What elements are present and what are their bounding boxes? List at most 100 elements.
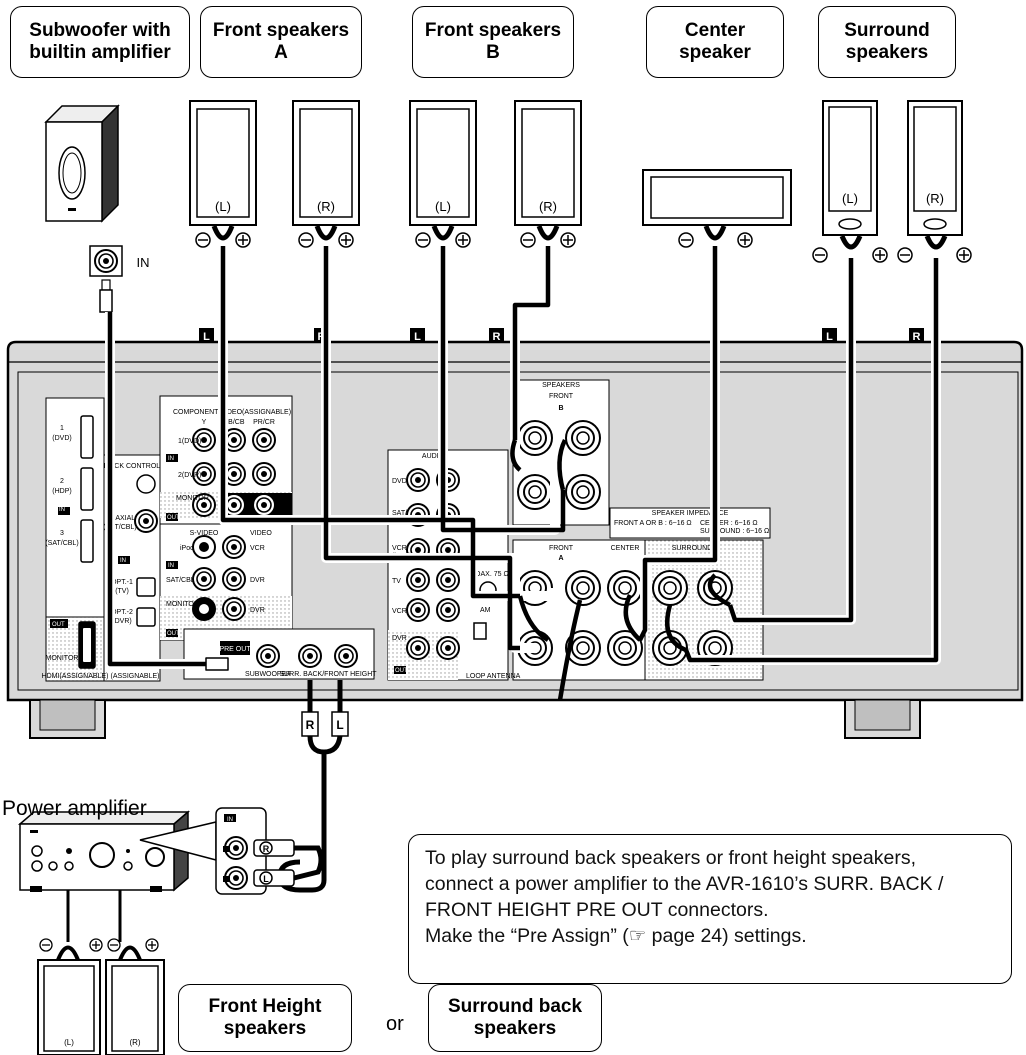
svg-text:DVR: DVR [392, 635, 407, 642]
svg-text:TV: TV [392, 578, 401, 585]
speaker-surround-left [822, 100, 878, 250]
hdmi-in-1-label: 1 [60, 425, 64, 432]
svg-text:COAX. 75 Ω: COAX. 75 Ω [470, 571, 509, 578]
svg-text:DVR: DVR [250, 577, 265, 584]
svg-text:FRONT: FRONT [549, 545, 574, 552]
speaker-cables [105, 246, 941, 701]
svg-text:(R): (R) [317, 199, 335, 214]
svg-text:MONITOR: MONITOR [46, 655, 79, 662]
svg-text:B: B [558, 405, 563, 412]
svg-text:IN: IN [120, 558, 126, 564]
svg-text:(R): (R) [129, 1038, 140, 1047]
svg-text:SPEAKER IMPEDANCE: SPEAKER IMPEDANCE [652, 510, 729, 517]
polarity-symbols [195, 232, 972, 263]
svg-text:(R): (R) [539, 199, 557, 214]
svg-text:PRE OUT: PRE OUT [219, 646, 251, 653]
svg-text:SUBWOOFER: SUBWOOFER [245, 671, 291, 678]
svg-text:(SAT/CBL): (SAT/CBL) [45, 540, 78, 547]
receiver-rear-panel [6, 340, 1024, 739]
power-amplifier-label: Power amplifier [2, 797, 147, 820]
svg-text:VIDEO: VIDEO [250, 530, 272, 537]
svg-text:OUT: OUT [52, 622, 65, 628]
svg-text:L: L [826, 331, 833, 343]
svg-text:AUDIO: AUDIO [422, 453, 445, 460]
svg-text:IN: IN [168, 456, 174, 462]
svg-text:CENTER : 6~16 Ω: CENTER : 6~16 Ω [700, 520, 758, 527]
amp-speaker-left: (L) [37, 945, 101, 1055]
svg-text:(L): (L) [64, 1038, 74, 1047]
speaker-front-b-right [514, 100, 582, 241]
svg-text:MONITOR: MONITOR [166, 601, 199, 608]
svg-text:IN: IN [227, 817, 233, 823]
svg-text:IN: IN [168, 563, 174, 569]
svg-text:(L): (L) [842, 191, 858, 206]
note-line-4: Make the “Pre Assign” (☞ page 24) settin… [425, 925, 807, 947]
note-line-2: connect a power amplifier to the AVR-161… [425, 873, 944, 895]
svg-text:3: 3 [60, 530, 64, 537]
svg-text:SAT/: SAT/ [392, 510, 407, 517]
svg-text:R: R [913, 331, 921, 343]
subwoofer-input-jack [89, 245, 123, 277]
svg-text:DVD: DVD [392, 478, 407, 485]
svg-text:OPT.-2: OPT.-2 [111, 609, 133, 616]
svg-text:LOOP ANTENNA: LOOP ANTENNA [466, 673, 521, 680]
svg-text:(L): (L) [215, 199, 231, 214]
svg-text:COMPONENT VIDEO(ASSIGNABLE): COMPONENT VIDEO(ASSIGNABLE) [173, 409, 291, 416]
svg-text:S-VIDEO: S-VIDEO [190, 530, 219, 537]
svg-text:(ASSIGNABLE): (ASSIGNABLE) [110, 673, 159, 680]
speaker-center [642, 169, 792, 241]
svg-text:IN: IN [137, 255, 150, 270]
svg-text:PR/CR: PR/CR [253, 419, 275, 426]
power-amplifier [17, 810, 191, 892]
note-line-1: To play surround back speakers or front … [425, 847, 917, 869]
svg-text:2: 2 [60, 478, 64, 485]
svg-text:SURROUND : 6~16 Ω: SURROUND : 6~16 Ω [700, 528, 769, 535]
svg-text:L: L [336, 718, 343, 732]
svg-text:(HDP): (HDP) [52, 488, 71, 495]
svg-text:L: L [414, 331, 421, 343]
svg-text:(L): (L) [435, 199, 451, 214]
svg-text:SURROUND: SURROUND [672, 545, 712, 552]
preout-cable: R L [277, 680, 349, 893]
svg-text:L: L [263, 874, 269, 884]
label-front-height-speakers: Front Height speakers [178, 984, 352, 1052]
svg-text:VCR: VCR [392, 545, 407, 552]
svg-text:SURR. BACK/FRONT HEIGHT: SURR. BACK/FRONT HEIGHT [279, 671, 377, 678]
svg-text:L: L [203, 331, 210, 343]
svg-text:AM: AM [480, 607, 491, 614]
svg-text:2(DVR): 2(DVR) [178, 472, 201, 479]
speaker-front-a-left [189, 100, 257, 241]
label-surround-speakers: Surround speakers [818, 6, 956, 78]
amp-speaker-polarity [39, 938, 159, 952]
label-surround-back-speakers: Surround back speakers [428, 984, 602, 1052]
label-center-speaker: Center speaker [646, 6, 784, 78]
speaker-surround-right [907, 100, 963, 250]
svg-text:R: R [306, 718, 315, 732]
svg-text:FRONT: FRONT [549, 393, 574, 400]
svg-text:COAXIAL: COAXIAL [105, 515, 135, 522]
svg-text:PB/CB: PB/CB [223, 419, 244, 426]
svg-text:DOCK CONTROL: DOCK CONTROL [104, 463, 161, 470]
amp-input-callout: IN R L [139, 807, 324, 895]
svg-text:1(DVD): 1(DVD) [178, 438, 201, 445]
note-line-3: FRONT HEIGHT PRE OUT connectors. [425, 899, 769, 921]
svg-text:SPEAKERS: SPEAKERS [542, 382, 580, 389]
svg-text:A: A [558, 555, 563, 562]
svg-text:R: R [263, 844, 270, 854]
svg-text:R: R [493, 331, 501, 343]
svg-text:VCR: VCR [392, 608, 407, 615]
amp-output-cables [66, 890, 122, 942]
svg-text:IN: IN [59, 507, 65, 513]
svg-text:VCR: VCR [250, 545, 265, 552]
svg-text:OPT.-1: OPT.-1 [111, 579, 133, 586]
subwoofer-rca-plug [99, 279, 113, 313]
svg-text:FRONT A OR B : 6~16 Ω: FRONT A OR B : 6~16 Ω [614, 520, 692, 527]
svg-text:(TV): (TV) [115, 588, 129, 595]
pre-assign-note: To play surround back speakers or front … [408, 834, 1012, 984]
svg-text:(SAT/CBL): (SAT/CBL) [103, 524, 136, 531]
amp-speaker-right: (R) [105, 945, 165, 1055]
label-subwoofer: Subwoofer with builtin amplifier [10, 6, 190, 78]
svg-text:iPod: iPod [180, 545, 194, 552]
speaker-front-a-right [292, 100, 360, 241]
